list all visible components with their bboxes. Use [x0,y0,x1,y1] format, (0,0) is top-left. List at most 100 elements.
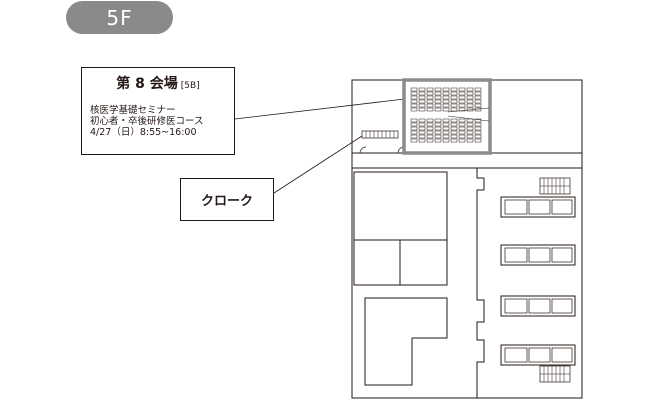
seat [418,87,426,92]
seat [466,126,474,131]
seat [410,134,418,139]
hall-desc-line: 核医学基礎セミナー [90,105,176,116]
seat [466,118,474,123]
seat [410,87,418,92]
seat [442,103,450,108]
seat [418,99,426,104]
seat [458,91,466,96]
seat [458,118,466,123]
seat [418,95,426,100]
seat [474,91,482,96]
seat [450,138,458,143]
seat [450,103,458,108]
seat [426,138,434,143]
elevator-car [528,298,551,314]
elevator-car [551,199,573,215]
room-left-lower [364,297,448,386]
seat [442,126,450,131]
core-wall [476,168,485,398]
seat [458,134,466,139]
seat [442,99,450,104]
seat [410,107,418,112]
elevator-car [504,347,528,363]
seat [434,91,442,96]
seat [418,134,426,139]
seat [474,99,482,104]
seat [450,130,458,135]
hall-info-box: 第 8 会場[5B] 核医学基礎セミナー 初心者・卒後研修医コース 4/27（日… [81,67,235,155]
seat [434,118,442,123]
seat [474,122,482,127]
seat [442,138,450,143]
seat [466,103,474,108]
seat [442,91,450,96]
seat [466,130,474,135]
seat [426,118,434,123]
elevator-car [528,347,551,363]
seat [434,107,442,112]
door-arc [359,146,367,154]
seat [410,126,418,131]
seat [474,118,482,123]
hall-desc-line: 4/27（日）8:55~16:00 [90,127,197,138]
seat [426,95,434,100]
seat [450,122,458,127]
seat [450,87,458,92]
seat [434,95,442,100]
seat [426,99,434,104]
hall-seating [410,87,482,143]
elevator-car [528,199,551,215]
elevator-car [504,199,528,215]
seat [410,138,418,143]
elevator-banks [500,196,576,366]
seat [426,103,434,108]
seat [426,126,434,131]
cloakroom-label: クローク [200,194,253,209]
seat [466,95,474,100]
seat [410,99,418,104]
seat [442,130,450,135]
seat [442,107,450,112]
seat [466,99,474,104]
seat [474,95,482,100]
seat [458,138,466,143]
seat [458,122,466,127]
seat [426,87,434,92]
seat [458,99,466,104]
seat [410,103,418,108]
elevator-car [551,298,573,314]
seat [418,107,426,112]
seat [410,95,418,100]
cloakroom-hangers [365,131,395,138]
elevator-bank [500,295,576,317]
seat [474,130,482,135]
seat [466,138,474,143]
seat [466,122,474,127]
seat [450,107,458,112]
seat [418,118,426,123]
elevator-bank [500,196,576,218]
seat [418,103,426,108]
cloakroom-box: クローク [180,178,274,221]
seat [426,107,434,112]
seat [458,87,466,92]
seat [466,134,474,139]
seat [450,95,458,100]
seat [410,118,418,123]
hall-code: [5B] [180,81,200,91]
seat [442,95,450,100]
seat [458,95,466,100]
seat [434,134,442,139]
seat [474,87,482,92]
seat [426,91,434,96]
hall-desc-line: 初心者・卒後研修医コース [90,116,204,127]
cloak-leader-line [273,135,363,194]
stairs-upper [539,177,571,195]
elevator-bank [500,344,576,366]
seat [418,126,426,131]
seat [434,122,442,127]
seat [442,122,450,127]
hall-heading: 第 8 会場[5B] [90,75,226,95]
seat [418,122,426,127]
